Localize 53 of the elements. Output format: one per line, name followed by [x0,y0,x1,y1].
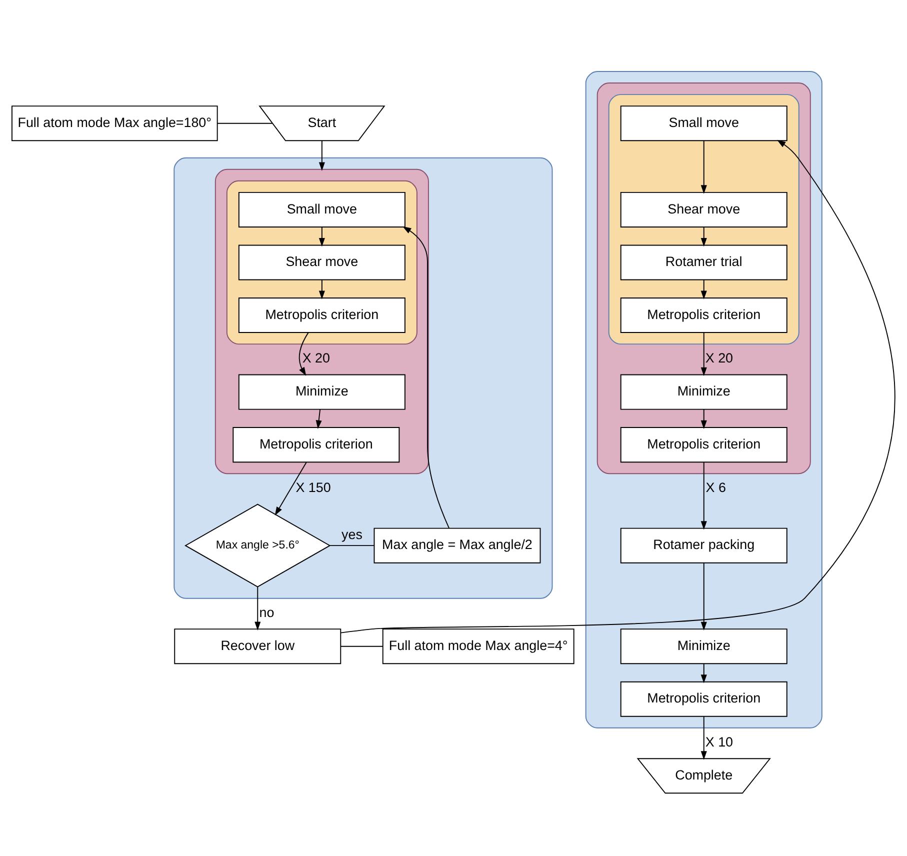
arrow [700,140,707,194]
node-box: Metropolis criterion [620,426,788,462]
arrow [700,716,707,760]
cluster [174,156,553,598]
node-box: Rotamer packing [620,527,788,563]
arrow [402,226,450,528]
arrow [700,226,707,246]
edge-label: X 6 [706,480,726,495]
arrow [340,139,896,633]
node-box: Metropolis criterion [620,680,788,716]
connector [217,122,273,124]
arrow [700,562,707,630]
arrow [700,332,707,376]
edge-label: X 10 [705,734,734,749]
node-box: Minimize [620,374,788,410]
connector [340,645,384,646]
arrow [318,226,325,246]
node-box: Recover low [174,628,342,664]
node-box: Shear move [238,244,406,280]
node-box: Metropolis criterion [238,297,406,333]
node-box: Full atom mode Max angle=180° [11,105,218,141]
cluster [585,70,822,728]
node-box: Full atom mode Max angle=4° [382,628,574,664]
node-box: Metropolis criterion [620,297,788,333]
node-box: Shear move [620,191,788,227]
arrow [700,408,707,428]
edge-label: X 20 [302,350,330,365]
arrow [254,586,261,630]
arrow [700,278,707,299]
arrow [316,408,322,428]
arrow [318,140,325,170]
arrow [700,662,707,683]
node-box: Minimize [620,628,788,664]
cluster [226,180,418,344]
node-box: Rotamer trial [620,244,788,280]
edge-label: no [259,604,274,620]
node-box: Small move [620,105,788,141]
arrow [298,332,309,376]
node-box: Max angle = Max angle/2 [374,527,541,563]
arrow [274,461,307,516]
node-box: Minimize [238,374,406,410]
cluster [214,168,429,474]
edge-label: yes [342,526,362,542]
edge-label: X 150 [296,480,331,495]
cluster [596,82,811,474]
edge-label: X 20 [705,350,734,365]
node-diamond: Max angle >5.6° [184,503,331,587]
connector [330,544,374,546]
arrow [700,461,707,530]
cluster [608,94,800,344]
node-box: Small move [238,191,406,227]
arrow [318,278,325,299]
node-box: Metropolis criterion [232,426,400,462]
